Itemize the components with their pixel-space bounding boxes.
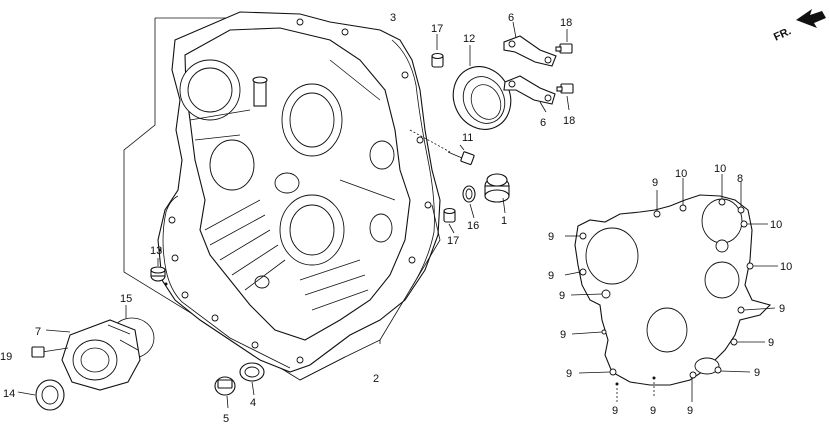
- cap-13-icon: [150, 266, 166, 282]
- part-9-label: 9: [779, 303, 785, 315]
- bolt-top-icon: [555, 43, 573, 54]
- plate-top-icon: [503, 35, 557, 67]
- part-10-label: 10: [780, 261, 792, 273]
- part-17-top-label: 17: [431, 23, 443, 35]
- part-9-label: 9: [566, 368, 572, 380]
- part-9-label: 9: [559, 290, 565, 302]
- part-10-label: 10: [714, 163, 726, 175]
- part-9-label: 9: [612, 405, 618, 417]
- part-16-label: 16: [467, 220, 479, 232]
- part-9-label: 9: [548, 231, 554, 243]
- part-1-label: 1: [501, 215, 507, 227]
- dowel-pin-bottom-icon: [443, 207, 456, 223]
- part-2-label: 2: [373, 373, 379, 385]
- part-9-label: 9: [768, 337, 774, 349]
- gasket-icon: [574, 194, 772, 386]
- transmission-case-icon: [123, 11, 441, 381]
- part-9-label: 9: [650, 405, 656, 417]
- part-14-label: 14: [3, 388, 15, 400]
- part-3-label: 3: [390, 12, 396, 24]
- part-9-label: 9: [754, 367, 760, 379]
- plate-bottom-icon: [503, 75, 556, 105]
- part-7-label: 7: [35, 326, 41, 338]
- part-10-label: 10: [675, 168, 687, 180]
- dowel-pin-top-icon: [431, 52, 444, 68]
- plug-5-icon: [214, 376, 236, 396]
- part-11-label: 11: [462, 132, 473, 144]
- part-19-label: 19: [0, 351, 12, 363]
- front-label: FR.: [772, 25, 793, 43]
- end-cover-assembly-icon: [31, 317, 155, 411]
- seal-4-icon: [239, 362, 265, 382]
- part-18-top-label: 18: [560, 17, 572, 29]
- bolt-11-icon: [447, 151, 475, 166]
- part-10-label: 10: [770, 219, 782, 231]
- oil-seal-icon: [452, 66, 512, 130]
- washer-16-icon: [462, 185, 476, 203]
- part-6-top-label: 6: [508, 12, 514, 24]
- part-18-bottom-label: 18: [563, 115, 575, 127]
- part-labels: 3 17 12 6 18 6 18 11 1 16 17 13 2 4 5 15…: [0, 12, 792, 425]
- part-6-bottom-label: 6: [540, 117, 546, 129]
- part-9-label: 9: [560, 329, 566, 341]
- bolt-bottom-icon: [556, 83, 574, 94]
- sealing-bolt-icon: [484, 173, 510, 203]
- part-9-label: 9: [548, 270, 554, 282]
- part-12-label: 12: [463, 33, 475, 45]
- front-arrow-icon: FR.: [772, 9, 826, 44]
- part-5-label: 5: [223, 413, 229, 425]
- part-15-label: 15: [120, 293, 132, 305]
- part-13-label: 13: [150, 245, 162, 257]
- part-4-label: 4: [250, 397, 256, 409]
- part-9-label: 9: [687, 405, 693, 417]
- part-8-label: 8: [737, 173, 743, 185]
- part-9-label: 9: [652, 177, 658, 189]
- part-17-bottom-label: 17: [447, 235, 459, 247]
